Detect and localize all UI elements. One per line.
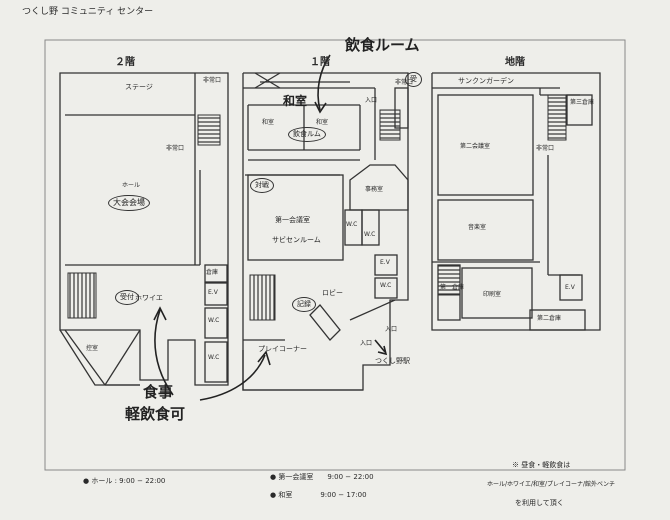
hours-gap [313,473,327,481]
hours-meeting-room: 第一会議室 [278,473,314,481]
hours-japanese-room: 和室 [278,491,293,499]
room-waiting: 控室 [86,345,99,352]
annotation-food-room-circle: 飲食ルム [288,127,326,142]
hours-meeting: ● 第一会議室 9:00 − 22:00 [270,474,374,481]
room-sunken-garden: サンクンガーデン [458,77,514,85]
room-exit-b1: 非常口 [536,145,555,152]
annotation-japanese-room: 和室 [283,94,308,108]
room-ev-b1: E.V [565,284,575,291]
room-foyer: ホワイエ [135,294,163,302]
sheet-title: つくし野 コミュニティ センター [22,7,154,17]
annotation-record: 記録 [292,297,316,312]
annotation-food-room: 飲食ルーム [345,36,420,54]
hours-bullet: ● [83,477,92,485]
floor-title-b1: 地階 [505,57,525,68]
room-wc-1f-c: W.C [380,282,392,289]
hours-bullet: ● [270,473,279,481]
floor-title-2f: ２階 [115,57,135,68]
room-meeting-1: 第一会議室 [275,216,310,224]
hours-hall-room: ホール [91,477,113,485]
footnote-line-3: を利用して頂く [515,499,564,507]
annotation-entrance: 入口 [360,340,373,347]
note-food-area: 食事 [143,383,174,401]
room-exit-2f-b: 非常口 [166,145,185,152]
hours-japanese: ● 和室 9:00 − 17:00 [270,492,367,499]
annotation-station: つくし野駅 [375,357,410,365]
room-exit-2f-a: 非常口 [203,77,222,84]
room-music: 音楽室 [468,224,487,231]
hours-meeting-time: 9:00 − 22:00 [327,473,374,481]
floor-title-1f: １階 [310,57,330,68]
footnote-line-2: ホール/ホワイエ/和室/プレイコーナ/館外ベンチ [487,481,616,488]
room-ev-2f: E.V [208,289,218,296]
room-ev-1f: E.V [380,259,390,266]
room-storage-1: 第一倉庫 [440,284,465,291]
room-lobby: ロビー [322,289,343,297]
room-hall: ホール [122,182,141,189]
hours-separator: : [112,477,120,485]
hours-japanese-time: 9:00 − 17:00 [320,491,367,499]
room-wc-2f-b: W.C [208,354,220,361]
room-wc-1f-a: W.C [346,221,358,228]
hours-gap [292,491,320,499]
annotation-service-room: サビセンルーム [272,236,321,244]
annotation-main-venue: 大会会場 [108,195,150,211]
room-exit-1f: 非常口 [395,79,414,86]
room-office: 事務室 [365,186,384,193]
annotation-reception-2f: 受付 [115,290,139,305]
room-storage-2f: 倉庫 [206,269,219,276]
annotation-reception-1f: 受 [405,72,422,87]
room-storage-2: 第二倉庫 [537,315,562,322]
annotation-battle: 対戦 [250,178,274,193]
room-japanese-a: 和室 [262,119,275,126]
room-wc-1f-b: W.C [364,231,376,238]
room-entrance-bottom: 入口 [385,326,398,333]
hours-hall-time: 9:00 − 22:00 [119,477,166,485]
hours-hall: ● ホール : 9:00 − 22:00 [83,478,165,485]
room-storage-3: 第三倉庫 [570,99,595,106]
room-play-corner: プレイコーナー [258,345,307,353]
room-printing: 印刷室 [483,291,502,298]
hours-bullet: ● [270,491,279,499]
room-stage: ステージ [125,83,153,91]
footnote-title: ※ 昼食・軽飲食は [512,461,571,469]
room-japanese-b: 和室 [316,119,329,126]
room-entrance-top: 入口 [365,97,378,104]
room-meeting-2: 第二会議室 [460,143,491,150]
note-food-allowed: 軽飲食可 [125,405,186,423]
room-wc-2f-a: W.C [208,317,220,324]
